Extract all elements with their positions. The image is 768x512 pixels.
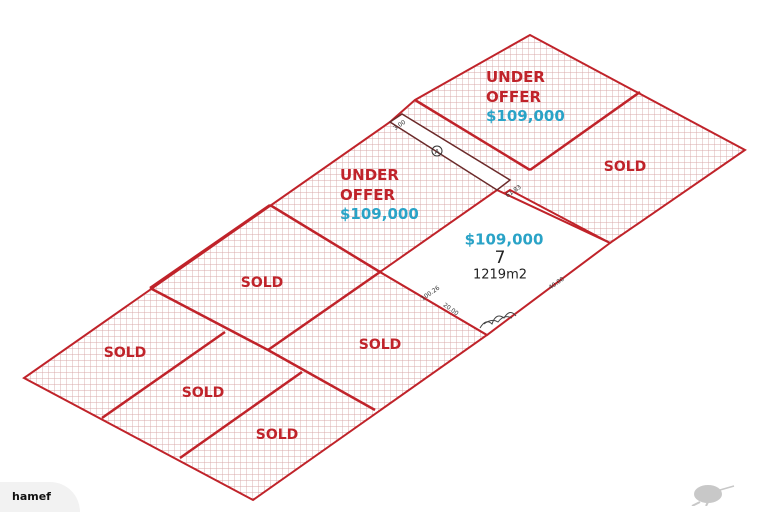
lot-status-sold: SOLD [603, 158, 647, 175]
lot-price: $109,000 [486, 107, 565, 125]
lot-status-sold: SOLD [181, 384, 225, 401]
lot-status-under-offer: UNDER OFFER $109,000 [340, 166, 419, 225]
lot-price: $109,000 [464, 230, 544, 249]
hatched-sold-area [22, 33, 747, 502]
watermark-tab [0, 482, 80, 512]
lot-price: $109,000 [340, 205, 419, 223]
lot-number: 7 [494, 247, 506, 268]
status-line: OFFER [340, 185, 396, 204]
lot-status-sold: SOLD [240, 274, 284, 291]
lot-7-area [378, 188, 612, 337]
lot-status-under-offer: UNDER OFFER $109,000 [486, 68, 565, 127]
status-line: UNDER [340, 166, 399, 184]
kiwi-bird-icon [691, 485, 735, 506]
lot-boundaries [101, 90, 641, 460]
status-line: UNDER [486, 68, 545, 86]
access-strip [388, 113, 512, 191]
access-label: A [435, 148, 440, 156]
lot-status-sold: SOLD [255, 426, 299, 443]
lot-status-sold: SOLD [358, 336, 402, 353]
access-marker [431, 145, 443, 157]
status-line: OFFER [486, 87, 542, 106]
lot-status-sold: SOLD [103, 344, 147, 361]
watermark-text: hamef [12, 490, 51, 503]
tree-icon [479, 312, 517, 329]
lot-area: 1219m2 [472, 267, 528, 283]
